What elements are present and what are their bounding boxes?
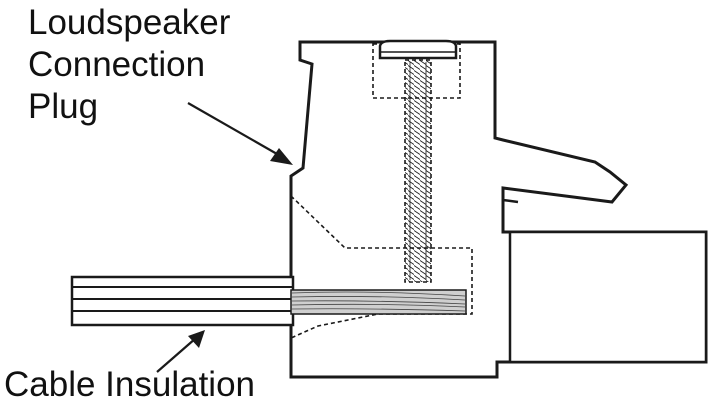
screw-shaft bbox=[404, 59, 432, 283]
latch-inner-line bbox=[501, 188, 519, 232]
loudspeaker-connection-plug-label: Loudspeaker Connection Plug bbox=[28, 2, 230, 128]
cable-leader-line bbox=[156, 337, 197, 373]
cable-insulation bbox=[70, 275, 295, 327]
cable-arrowhead bbox=[188, 330, 205, 348]
wire-strand-lines bbox=[291, 291, 466, 312]
socket-block bbox=[508, 230, 708, 364]
cable-insulation-label: Cable Insulation bbox=[4, 365, 255, 404]
plug-label-line-2: Connection bbox=[28, 45, 206, 84]
plug-arrowhead bbox=[270, 148, 293, 165]
clamp-cavity-outline bbox=[290, 195, 473, 339]
plug-leader-line bbox=[187, 102, 285, 159]
plug-label-line-1: Loudspeaker bbox=[28, 3, 231, 42]
screw-head bbox=[378, 39, 458, 60]
plug-label-line-3: Plug bbox=[28, 87, 99, 126]
